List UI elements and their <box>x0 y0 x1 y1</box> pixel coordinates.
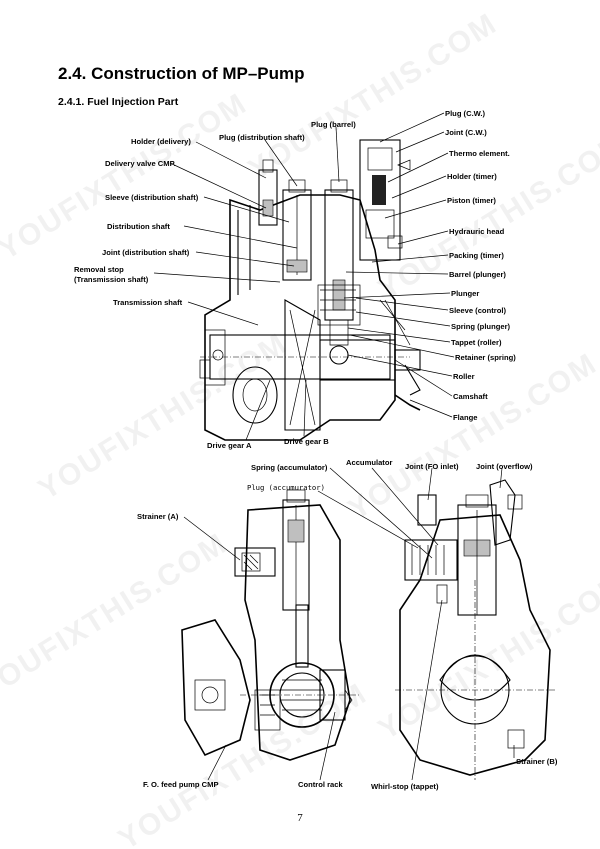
label-removal-stop: Removal stop <box>74 265 124 274</box>
label-transmission-shaft: Transmission shaft <box>113 298 183 307</box>
label-delivery-valve: Delivery valve CMP. <box>105 159 176 168</box>
label-holder-delivery: Holder (delivery) <box>131 137 191 146</box>
label-plunger: Plunger <box>451 289 480 298</box>
label-plug-barrel: Plug (barrel) <box>311 120 356 129</box>
label-tappet-roller: Tappet (roller) <box>451 338 502 347</box>
label-packing-timer: Packing (timer) <box>449 251 504 260</box>
label-retainer-spring: Retainer (spring) <box>455 353 516 362</box>
label-joint-fo-inlet: Joint (FO inlet) <box>405 462 459 471</box>
label-spring-plunger: Spring (plunger) <box>451 322 511 331</box>
label-holder-timer: Holder (timer) <box>447 172 497 181</box>
label-strainer-a: Strainer (A) <box>137 512 179 521</box>
label-accumulator: Accumulator <box>346 458 393 467</box>
label-removal-stop-sub: (Transmission shaft) <box>74 275 149 284</box>
label-strainer-b: Strainer (B) <box>516 757 558 766</box>
label-control-rack: Control rack <box>298 780 343 789</box>
label-piston-timer: Piston (timer) <box>447 196 496 205</box>
label-plug-cw: Plug (C.W.) <box>445 109 486 118</box>
label-thermo-element: Thermo element. <box>449 149 510 158</box>
label-sleeve-control: Sleeve (control) <box>449 306 506 315</box>
label-drive-gear-b: Drive gear B <box>284 437 329 446</box>
upper-pump-section-drawing <box>199 139 421 441</box>
label-camshaft: Camshaft <box>453 392 488 401</box>
label-hydrauric-head: Hydrauric head <box>449 227 505 236</box>
label-plug-distribution-shaft: Plug (distribution shaft) <box>219 133 305 142</box>
label-distribution-shaft: Distribution shaft <box>107 222 170 231</box>
label-fo-feed-pump: F. O. feed pump CMP <box>143 780 219 789</box>
label-whirl-stop: Whirl-stop (tappet) <box>371 782 439 791</box>
label-plug-accumurator: Plug (accumurator) <box>247 483 325 492</box>
label-drive-gear-a: Drive gear A <box>207 441 252 450</box>
page-number: 7 <box>297 812 303 824</box>
label-sleeve-distribution-shaft: Sleeve (distribution shaft) <box>105 193 199 202</box>
subsection-title: 2.4.1. Fuel Injection Part <box>58 96 179 108</box>
lower-left-end-view-drawing <box>181 489 360 761</box>
label-barrel-plunger: Barrel (plunger) <box>449 270 506 279</box>
label-spring-accumulator: Spring (accumulator) <box>251 463 328 472</box>
label-joint-cw: Joint (C.W.) <box>445 128 487 137</box>
label-roller: Roller <box>453 372 475 381</box>
label-flange: Flange <box>453 413 478 422</box>
lower-right-side-view-drawing <box>395 479 555 780</box>
section-title: 2.4. Construction of MP–Pump <box>58 64 305 83</box>
label-joint-overflow: Joint (overflow) <box>476 462 533 471</box>
label-joint-distribution-shaft: Joint (distribution shaft) <box>102 248 190 257</box>
leader-lines <box>153 112 515 781</box>
